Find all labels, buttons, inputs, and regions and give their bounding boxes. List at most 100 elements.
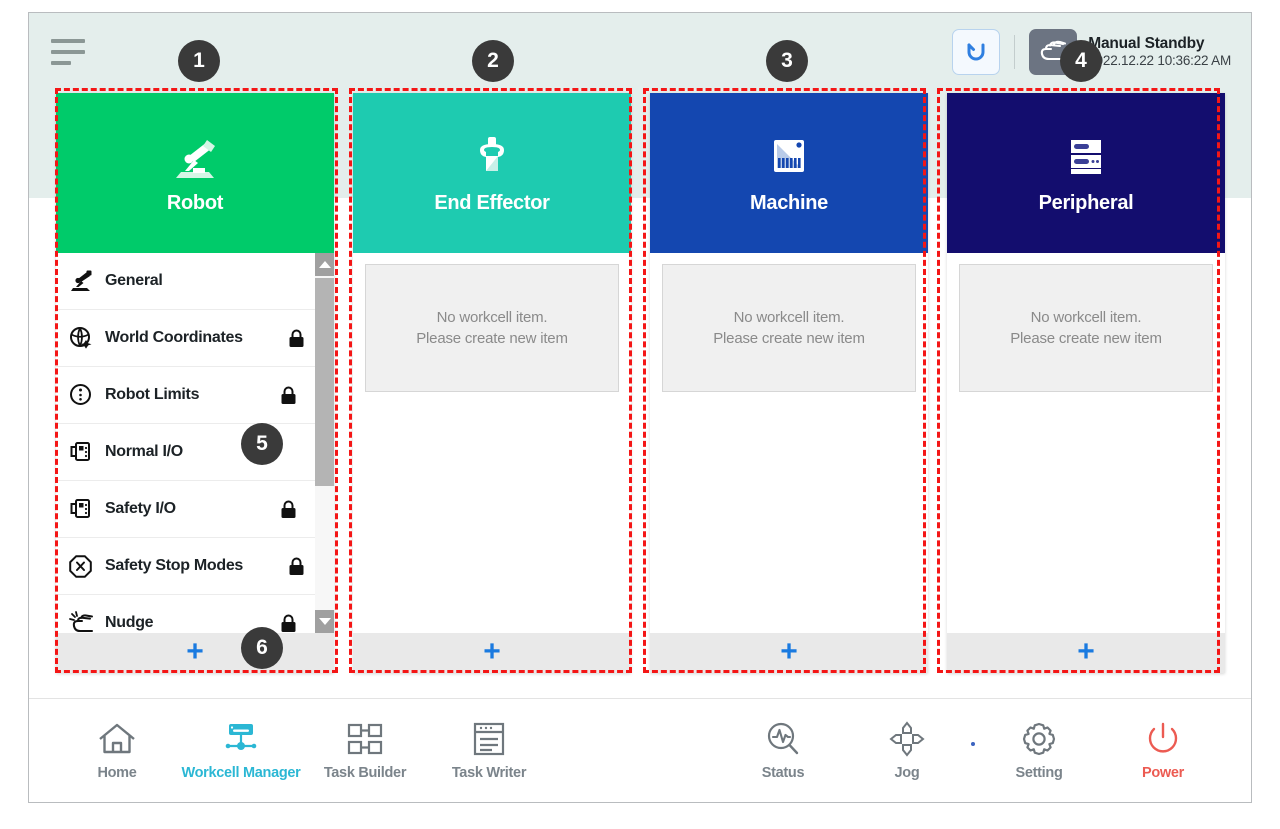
empty-state-panel: No workcell item. Please create new item — [365, 264, 619, 392]
nav-label: Setting — [1015, 765, 1063, 781]
status-timestamp: 2022.12.22 10:36:22 AM — [1088, 53, 1231, 69]
column-title-end-effector: End Effector — [434, 191, 550, 214]
peripheral-rack-icon — [1071, 139, 1101, 174]
scroll-up-arrow-icon[interactable] — [315, 253, 334, 276]
limits-circle-icon — [70, 384, 91, 405]
column-title-robot: Robot — [166, 191, 224, 214]
robot-list-scrollbar[interactable] — [315, 253, 334, 633]
lock-icon — [281, 614, 296, 632]
nav-item-task-builder[interactable]: Task Builder — [303, 720, 427, 781]
nav-label: Workcell Manager — [181, 765, 301, 781]
list-item-label: Nudge — [105, 614, 154, 631]
robot-arm-icon — [176, 139, 215, 178]
lock-icon — [281, 500, 296, 518]
nav-label: Home — [97, 765, 137, 781]
nav-right-group: Status Jog Setting — [721, 720, 1251, 781]
nav-item-home[interactable]: Home — [55, 720, 179, 781]
empty-state-line1: No workcell item. — [1030, 309, 1142, 326]
lock-icon — [289, 557, 304, 575]
list-item[interactable]: Nudge — [56, 595, 315, 633]
column-header-end-effector[interactable]: End Effector — [353, 93, 631, 253]
column-title-machine: Machine — [750, 191, 828, 214]
hamburger-menu-icon[interactable] — [51, 39, 85, 65]
list-item[interactable]: World Coordinates — [56, 310, 315, 367]
reset-button[interactable] — [952, 29, 1001, 75]
empty-state-line1: No workcell item. — [733, 309, 845, 326]
reset-arc-icon — [967, 43, 985, 61]
list-item-label: Safety I/O — [105, 500, 176, 517]
add-peripheral-item-button[interactable]: + — [947, 633, 1225, 673]
column-header-robot[interactable]: Robot — [56, 93, 334, 253]
stop-octagon-icon — [69, 555, 92, 578]
nav-item-jog[interactable]: Jog — [845, 720, 969, 781]
plus-icon: + — [780, 634, 798, 668]
column-body-machine: No workcell item. Please create new item — [650, 253, 928, 633]
nav-item-power[interactable]: Power — [1101, 720, 1225, 781]
task-writer-icon — [473, 722, 505, 756]
status-block: Manual Standby 2022.12.22 10:36:22 AM — [1088, 35, 1231, 69]
annotation-badge-2: 2 — [472, 40, 514, 82]
scroll-down-arrow-icon[interactable] — [315, 610, 334, 633]
list-item[interactable]: Safety I/O — [56, 481, 315, 538]
list-item-label: Normal I/O — [105, 443, 183, 460]
robot-item-list: General World Coordinates — [56, 253, 334, 633]
annotation-badge-1: 1 — [178, 40, 220, 82]
annotation-badge-5: 5 — [241, 423, 283, 465]
add-machine-item-button[interactable]: + — [650, 633, 928, 673]
list-item[interactable]: Normal I/O — [56, 424, 315, 481]
plus-icon: + — [186, 634, 204, 668]
column-body-end-effector: No workcell item. Please create new item — [353, 253, 631, 633]
task-builder-icon — [347, 723, 383, 755]
list-item[interactable]: General — [56, 253, 315, 310]
annotation-badge-6: 6 — [241, 627, 283, 669]
empty-state-line2: Please create new item — [1010, 330, 1162, 347]
column-header-machine[interactable]: Machine — [650, 93, 928, 253]
column-header-peripheral[interactable]: Peripheral — [947, 93, 1225, 253]
bottom-navigation-bar: Home Workcell Manager — [29, 698, 1251, 802]
list-item-label: Safety Stop Modes — [105, 557, 244, 574]
nav-item-status[interactable]: Status — [721, 720, 845, 781]
nav-label: Status — [761, 765, 805, 781]
column-body-peripheral: No workcell item. Please create new item — [947, 253, 1225, 633]
home-icon — [99, 723, 135, 754]
annotation-badge-3: 3 — [766, 40, 808, 82]
status-title: Manual Standby — [1088, 34, 1205, 52]
workcell-columns: Robot General — [56, 93, 1226, 673]
add-robot-item-button[interactable]: + — [56, 633, 334, 673]
nav-item-workcell-manager[interactable]: Workcell Manager — [179, 720, 303, 781]
list-item-label: Robot Limits — [105, 386, 200, 403]
list-item[interactable]: Safety Stop Modes — [56, 538, 315, 595]
nudge-hand-icon — [69, 611, 93, 632]
empty-state-line2: Please create new item — [416, 330, 568, 347]
nav-left-group: Home Workcell Manager — [29, 720, 551, 781]
manual-hand-icon — [1041, 40, 1067, 61]
nav-label: Power — [1141, 765, 1184, 781]
machine-icon — [774, 139, 804, 172]
scrollbar-thumb[interactable] — [315, 278, 334, 486]
gripper-icon — [480, 136, 504, 171]
workcell-column-end-effector: End Effector No workcell item. Please cr… — [353, 93, 631, 673]
nav-item-task-writer[interactable]: Task Writer — [427, 720, 551, 781]
plus-icon: + — [1077, 634, 1095, 668]
empty-state-panel: No workcell item. Please create new item — [959, 264, 1213, 392]
workcell-column-peripheral: Peripheral No workcell item. Please crea… — [947, 93, 1225, 673]
nav-separator-dot — [971, 741, 975, 746]
lock-icon — [289, 329, 304, 347]
workcell-column-machine: Machine No workcell item. Please create … — [650, 93, 928, 673]
jog-arrows-icon — [889, 721, 925, 757]
list-item[interactable]: Robot Limits — [56, 367, 315, 424]
nav-label: Task Writer — [451, 765, 527, 781]
empty-state-line1: No workcell item. — [436, 309, 548, 326]
list-item-label: General — [105, 272, 163, 289]
gear-icon — [1022, 722, 1056, 756]
add-end-effector-item-button[interactable]: + — [353, 633, 631, 673]
nav-label: Task Builder — [323, 765, 407, 781]
column-body-robot: General World Coordinates — [56, 253, 334, 633]
workcell-node-icon — [225, 724, 257, 750]
workcell-column-robot: Robot General — [56, 93, 334, 673]
plus-icon: + — [483, 634, 501, 668]
nav-item-setting[interactable]: Setting — [977, 720, 1101, 781]
device-frame: Manual Standby 2022.12.22 10:36:22 AM Ro… — [28, 12, 1252, 803]
robot-arm-icon — [71, 270, 92, 291]
list-item-label: World Coordinates — [105, 329, 243, 346]
